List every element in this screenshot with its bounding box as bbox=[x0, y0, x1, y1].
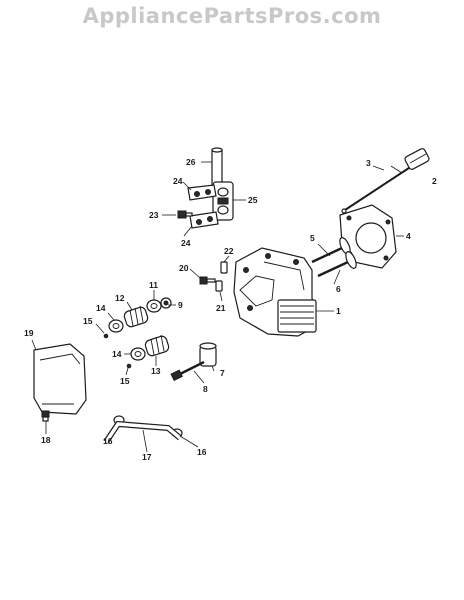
part-6-valve[interactable] bbox=[317, 250, 358, 278]
part-15-keeper-lower[interactable] bbox=[126, 363, 132, 369]
callout-7: 7 bbox=[220, 368, 225, 378]
callout-2: 2 bbox=[432, 176, 437, 186]
callout-12: 12 bbox=[115, 293, 125, 303]
callout-11: 11 bbox=[149, 280, 158, 290]
callout-5: 5 bbox=[310, 233, 315, 243]
part-14-washer-lower[interactable] bbox=[130, 347, 146, 361]
part-7-sleeve[interactable] bbox=[199, 342, 217, 367]
watermark: AppliancePartsPros.com bbox=[82, 4, 382, 28]
callout-14-lower: 14 bbox=[112, 349, 122, 359]
callout-9: 9 bbox=[178, 300, 183, 310]
callout-13: 13 bbox=[151, 366, 161, 376]
part-19-cover[interactable] bbox=[33, 343, 87, 415]
callout-1: 1 bbox=[336, 306, 341, 316]
part-18-screw[interactable] bbox=[41, 410, 50, 422]
callout-19: 19 bbox=[24, 328, 34, 338]
part-23-screw[interactable] bbox=[177, 210, 193, 219]
callout-15-upper: 15 bbox=[83, 316, 93, 326]
leader-lines bbox=[31, 161, 404, 453]
part-4-gasket[interactable] bbox=[339, 204, 397, 269]
callout-8: 8 bbox=[203, 384, 208, 394]
part-20-screw[interactable] bbox=[199, 276, 216, 285]
part-25-rocker-block[interactable] bbox=[212, 181, 234, 221]
callout-20: 20 bbox=[179, 263, 189, 273]
part-15-keeper-upper[interactable] bbox=[103, 333, 109, 339]
callout-23: 23 bbox=[149, 210, 159, 220]
part-3-rod[interactable] bbox=[341, 165, 413, 214]
part-24-rocker-arm-upper[interactable] bbox=[187, 184, 217, 201]
callout-4: 4 bbox=[406, 231, 411, 241]
part-8-bolt[interactable] bbox=[170, 360, 205, 382]
part-11-retainer[interactable] bbox=[146, 299, 162, 313]
callout-14-upper: 14 bbox=[96, 303, 106, 313]
callout-24-upper: 24 bbox=[173, 176, 183, 186]
part-13-spring[interactable] bbox=[144, 334, 170, 357]
callout-labels: 26 3 2 24 25 23 24 4 5 22 20 11 6 12 9 2… bbox=[24, 157, 437, 462]
callout-3: 3 bbox=[366, 158, 371, 168]
part-24-rocker-arm-lower[interactable] bbox=[189, 211, 219, 229]
callout-22: 22 bbox=[224, 246, 234, 256]
callout-6: 6 bbox=[336, 284, 341, 294]
callout-21: 21 bbox=[216, 303, 226, 313]
callout-18: 18 bbox=[41, 435, 51, 445]
part-9-cap[interactable] bbox=[160, 297, 172, 309]
part-2-cap[interactable] bbox=[404, 148, 430, 171]
part-17-hose[interactable] bbox=[103, 420, 182, 444]
callout-25: 25 bbox=[248, 195, 258, 205]
part-14-washer-upper[interactable] bbox=[108, 319, 124, 333]
part-1-cylinder-head[interactable] bbox=[233, 247, 317, 337]
callout-16-right: 16 bbox=[197, 447, 207, 457]
callout-26: 26 bbox=[186, 157, 196, 167]
callout-16-left: 16 bbox=[103, 436, 113, 446]
part-21-clip[interactable] bbox=[215, 280, 223, 292]
callout-17: 17 bbox=[142, 452, 152, 462]
part-22-clip[interactable] bbox=[220, 261, 228, 274]
callout-15-lower: 15 bbox=[120, 376, 130, 386]
part-12-spring[interactable] bbox=[123, 305, 149, 328]
callout-24-lower: 24 bbox=[181, 238, 191, 248]
